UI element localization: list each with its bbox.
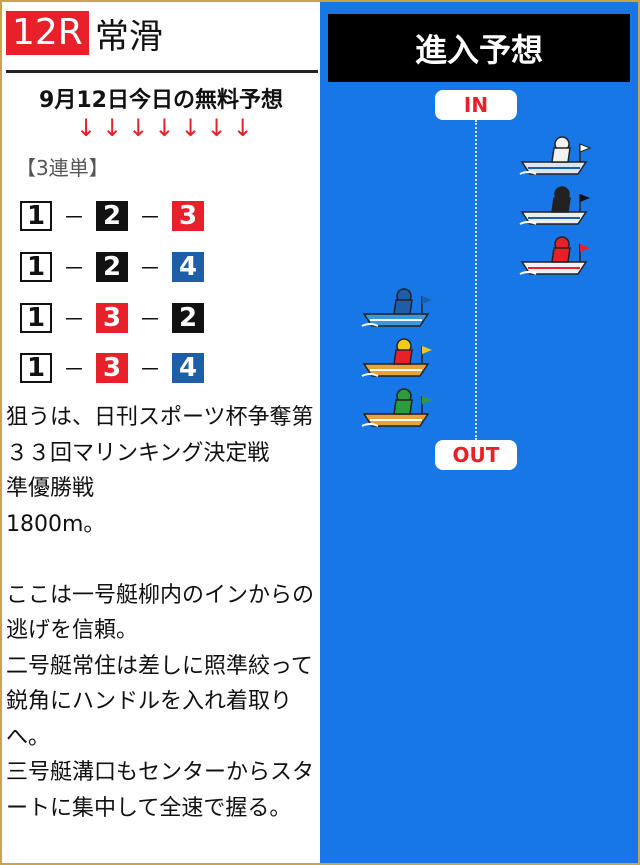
- combo-dash: －: [62, 308, 85, 333]
- race-description: 狙うは、日刊スポーツ杯争奪第３３回マリンキング決定戦 準優勝戦 1800m。 こ…: [6, 405, 315, 821]
- prediction-title: 9月12日今日の無料予想: [39, 88, 283, 113]
- combo-row: 1 － 3 － 4: [20, 352, 204, 384]
- entry-prediction-panel: 進入予想 IN OUT: [320, 2, 638, 863]
- combo-second: 3: [96, 353, 128, 383]
- combo-row: 1 － 3 － 2: [20, 302, 204, 334]
- combo-row: 1 － 2 － 3: [20, 200, 204, 232]
- combo-dash: －: [138, 308, 161, 333]
- down-arrows-icon: ↓↓↓↓↓↓↓: [76, 114, 259, 142]
- combo-dash: －: [62, 206, 85, 231]
- boat-icon-5: [361, 338, 432, 377]
- header-divider: [6, 70, 318, 73]
- combo-dash: －: [62, 358, 85, 383]
- combo-third: 3: [172, 201, 204, 231]
- combo-second: 2: [96, 252, 128, 282]
- combo-row: 1 － 2 － 4: [20, 251, 204, 283]
- combo-dash: －: [62, 257, 85, 282]
- combo-first: 1: [20, 303, 52, 333]
- combo-third: 4: [172, 252, 204, 282]
- lane-divider-line: [475, 120, 477, 440]
- combo-third: 2: [172, 303, 204, 333]
- combo-first: 1: [20, 201, 52, 231]
- combo-dash: －: [138, 206, 161, 231]
- entry-title: 進入予想: [328, 14, 630, 82]
- combo-third: 4: [172, 353, 204, 383]
- venue-name: 常滑: [94, 16, 163, 57]
- bet-type-label: 【3連単】: [16, 156, 109, 180]
- race-number-badge: 12R: [6, 11, 89, 55]
- boat-icon-6: [361, 388, 432, 427]
- boat-icon-1: [519, 136, 592, 175]
- prediction-panel: 12R 常滑 9月12日今日の無料予想 ↓↓↓↓↓↓↓ 【3連単】 1 － 2 …: [2, 2, 320, 863]
- combo-first: 1: [20, 252, 52, 282]
- combo-dash: －: [138, 358, 161, 383]
- boat-icon-4: [361, 288, 432, 327]
- out-label: OUT: [435, 440, 517, 470]
- combo-second: 2: [96, 201, 128, 231]
- boat-icon-2: [519, 186, 590, 225]
- boat-icon-3: [519, 236, 590, 275]
- combo-first: 1: [20, 353, 52, 383]
- combo-dash: －: [138, 257, 161, 282]
- combo-second: 3: [96, 303, 128, 333]
- race-header: 12R 常滑: [6, 10, 163, 57]
- in-label: IN: [435, 90, 517, 120]
